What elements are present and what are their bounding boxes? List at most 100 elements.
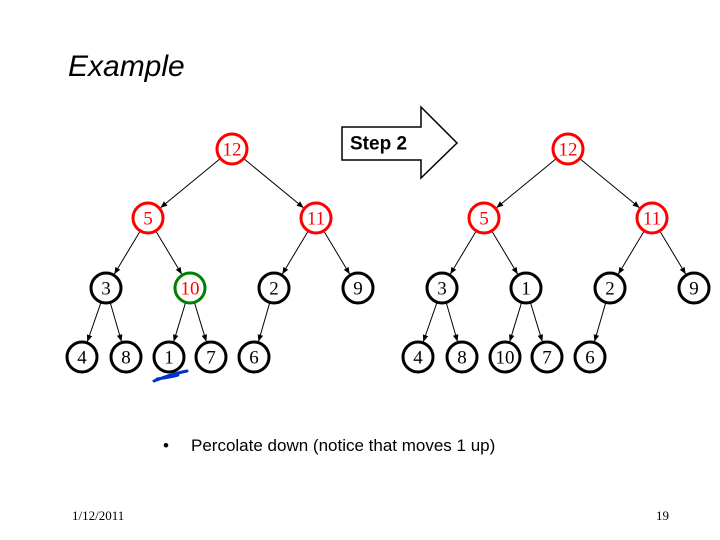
node-circle — [257, 271, 291, 305]
node-label: 10 — [181, 279, 200, 300]
node-circle — [509, 271, 543, 305]
node-label: 7 — [542, 348, 552, 369]
heap-node-before-6: 6 — [237, 340, 271, 374]
node-label: 1 — [164, 348, 174, 369]
tree-edge — [579, 158, 640, 209]
node-circle — [425, 271, 459, 305]
node-circle — [215, 132, 249, 166]
node-label: 6 — [585, 348, 595, 369]
node-label: 8 — [121, 348, 131, 369]
edges-layer — [86, 158, 687, 343]
node-circle — [445, 340, 479, 374]
heap-node-after-12: 12 — [551, 132, 585, 166]
bullet-dot: • — [163, 436, 169, 455]
heap-node-before-12: 12 — [215, 132, 249, 166]
node-label: 6 — [249, 348, 259, 369]
tree-edge — [160, 158, 221, 209]
bullet-text: Percolate down (notice that moves 1 up) — [191, 436, 496, 455]
heap-node-before-2: 2 — [257, 271, 291, 305]
tree-edge — [529, 302, 543, 342]
tree-edge — [617, 230, 645, 275]
node-circle — [635, 201, 669, 235]
node-label: 9 — [689, 279, 699, 300]
node-circle — [194, 340, 228, 374]
slide-title: Example — [68, 50, 185, 83]
tree-edge — [323, 230, 351, 275]
node-label: 1 — [521, 279, 531, 300]
node-circle — [677, 271, 711, 305]
heap-node-before-5: 5 — [131, 201, 165, 235]
footer-date: 1/12/2011 — [72, 508, 125, 523]
tree-edge — [155, 230, 183, 275]
tree-edge — [86, 302, 102, 343]
node-label: 2 — [269, 279, 279, 300]
node-label: 3 — [437, 279, 447, 300]
node-label: 4 — [77, 348, 87, 369]
heap-node-after-4: 4 — [401, 340, 435, 374]
node-circle — [173, 271, 207, 305]
node-circle — [237, 340, 271, 374]
node-label: 4 — [413, 348, 423, 369]
footer-page-number: 19 — [656, 508, 669, 523]
tree-edge — [496, 158, 557, 209]
node-label: 3 — [101, 279, 111, 300]
heap-node-after-5: 5 — [467, 201, 501, 235]
node-label: 8 — [457, 348, 467, 369]
node-label: 12 — [559, 140, 578, 161]
step-arrow-label: Step 2 — [350, 134, 407, 155]
node-circle — [152, 340, 186, 374]
node-label: 5 — [479, 209, 489, 230]
node-circle — [341, 271, 375, 305]
heap-node-before-9: 9 — [341, 271, 375, 305]
heap-node-after-8: 8 — [445, 340, 479, 374]
heap-node-before-4: 4 — [65, 340, 99, 374]
step-arrow: Step 2 — [341, 105, 459, 180]
step-arrow-shape — [341, 105, 459, 180]
node-label: 11 — [307, 209, 325, 230]
node-label: 10 — [496, 348, 515, 369]
heap-node-before-1: 1 — [152, 340, 186, 374]
heap-node-after-6: 6 — [573, 340, 607, 374]
tree-edge — [449, 230, 477, 275]
tree-edge — [491, 230, 519, 275]
tree-edge — [659, 230, 687, 275]
node-label: 2 — [605, 279, 615, 300]
node-circle — [109, 340, 143, 374]
tree-edge — [422, 302, 438, 343]
heap-node-after-10: 10 — [488, 340, 522, 374]
tree-edge — [593, 302, 607, 342]
node-label: 9 — [353, 279, 363, 300]
heap-node-after-1: 1 — [509, 271, 543, 305]
node-circle — [551, 132, 585, 166]
tree-edge — [193, 302, 207, 342]
node-circle — [89, 271, 123, 305]
tree-edge — [257, 302, 271, 342]
tree-edge — [243, 158, 304, 209]
node-label: 11 — [643, 209, 661, 230]
heap-node-before-7: 7 — [194, 340, 228, 374]
heap-node-before-3: 3 — [89, 271, 123, 305]
tree-edge — [109, 302, 123, 342]
node-circle — [65, 340, 99, 374]
heap-node-after-11: 11 — [635, 201, 669, 235]
node-circle — [573, 340, 607, 374]
node-circle — [467, 201, 501, 235]
node-circle — [593, 271, 627, 305]
node-circle — [299, 201, 333, 235]
tree-edge — [509, 302, 523, 342]
node-label: 5 — [143, 209, 153, 230]
heap-node-before-11: 11 — [299, 201, 333, 235]
heap-node-after-9: 9 — [677, 271, 711, 305]
tree-edge — [173, 302, 187, 342]
heap-node-after-3: 3 — [425, 271, 459, 305]
pen-annotation — [152, 369, 189, 383]
tree-edge — [445, 302, 459, 342]
node-label: 7 — [206, 348, 216, 369]
heap-node-before-10: 10 — [173, 271, 207, 305]
heap-node-before-8: 8 — [109, 340, 143, 374]
node-label: 12 — [223, 140, 242, 161]
node-circle — [401, 340, 435, 374]
